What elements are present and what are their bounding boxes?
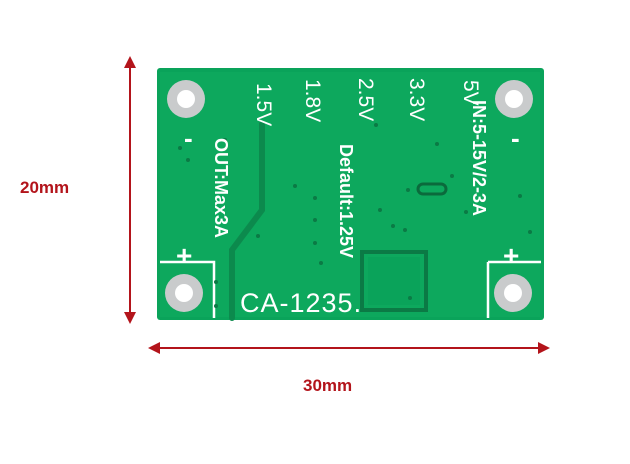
voltage-5v-label: 5V	[459, 80, 482, 106]
pcb	[157, 68, 544, 320]
output-minus-label: -	[184, 123, 193, 153]
height-dimension-line	[124, 56, 136, 324]
input-minus-label: -	[511, 123, 520, 153]
voltage-1-5v-label: 1.5V	[252, 83, 275, 127]
mounting-hole-top-right	[495, 80, 533, 118]
model-number-label: CA-1235.	[240, 288, 363, 318]
vias	[178, 123, 532, 308]
voltage-2-5v-label: 2.5V	[354, 78, 377, 122]
output-rating-label: OUT:Max3A	[211, 138, 231, 239]
pcb-ground-area	[160, 72, 540, 317]
output-plus-label: +	[176, 240, 193, 271]
width-dimension-label: 30mm	[303, 376, 353, 395]
voltage-3-3v-label: 3.3V	[405, 78, 428, 122]
mounting-hole-top-left	[167, 80, 205, 118]
input-rating-label: IN:5-15V/2-3A	[469, 100, 489, 217]
mounting-hole-bottom-left	[165, 274, 203, 312]
slot-pad	[416, 182, 448, 196]
voltage-1-8v-label: 1.8V	[301, 79, 324, 123]
height-dimension-label: 20mm	[20, 178, 70, 197]
input-plus-label: +	[503, 240, 520, 271]
mounting-hole-bottom-right	[494, 274, 532, 312]
default-voltage-label: Default:1.25V	[336, 144, 356, 259]
output-trace	[229, 121, 265, 321]
width-dimension-line	[148, 342, 550, 354]
inductor-footprint	[360, 250, 428, 312]
